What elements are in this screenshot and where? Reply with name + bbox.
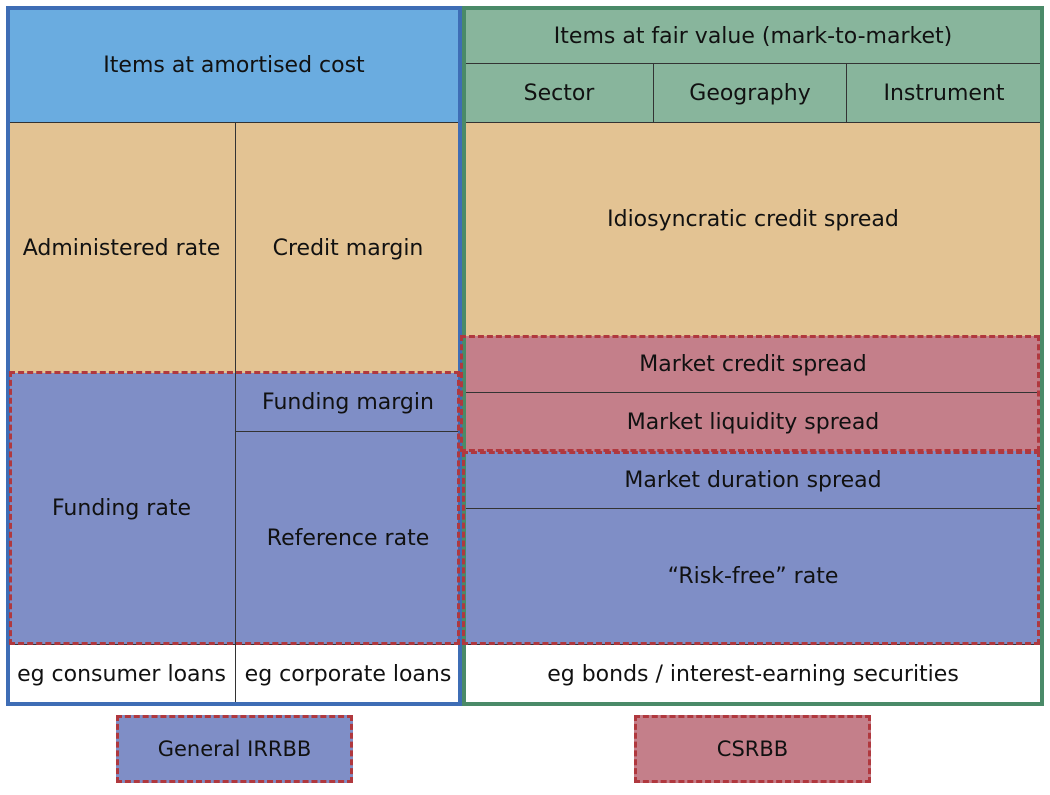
reference-rate-label: Reference rate bbox=[266, 525, 430, 551]
fair-value-header: Items at fair value (mark-to-market) bbox=[465, 8, 1041, 64]
bonds-example-label: eg bonds / interest-earning securities bbox=[547, 661, 959, 687]
amortised-cost-header: Items at amortised cost bbox=[8, 8, 460, 122]
instrument-label: Instrument bbox=[883, 80, 1005, 106]
general-irrbb-legend: General IRRBB bbox=[116, 715, 353, 783]
corporate-loans-example: eg corporate loans bbox=[235, 644, 460, 703]
geography-label: Geography bbox=[689, 80, 811, 106]
administered-rate-label: Administered rate bbox=[22, 235, 221, 261]
consumer-loans-label: eg consumer loans bbox=[17, 661, 226, 687]
funding-margin-cell: Funding margin bbox=[235, 373, 460, 432]
idiosyncratic-spread-cell: Idiosyncratic credit spread bbox=[465, 122, 1041, 336]
general-irrbb-legend-label: General IRRBB bbox=[157, 737, 312, 761]
instrument-header: Instrument bbox=[846, 63, 1041, 122]
amortised-cost-header-label: Items at amortised cost bbox=[103, 52, 365, 78]
credit-margin-cell: Credit margin bbox=[235, 122, 460, 373]
idiosyncratic-spread-label: Idiosyncratic credit spread bbox=[607, 207, 899, 232]
geography-header: Geography bbox=[653, 63, 846, 122]
administered-rate-cell: Administered rate bbox=[8, 122, 235, 373]
bonds-example: eg bonds / interest-earning securities bbox=[465, 644, 1041, 703]
credit-margin-label: Credit margin bbox=[272, 235, 424, 261]
reference-rate-cell: Reference rate bbox=[235, 431, 460, 644]
corporate-loans-label: eg corporate loans bbox=[244, 661, 452, 687]
funding-rate-cell: Funding rate bbox=[8, 373, 235, 644]
market-duration-spread-cell: Market duration spread bbox=[465, 451, 1041, 509]
funding-rate-label: Funding rate bbox=[51, 496, 191, 521]
csrbb-legend: CSRBB bbox=[634, 715, 871, 783]
fair-value-header-label: Items at fair value (mark-to-market) bbox=[553, 23, 953, 49]
risk-free-rate-cell: “Risk-free” rate bbox=[465, 508, 1041, 644]
csrbb-legend-label: CSRBB bbox=[716, 737, 789, 761]
sector-label: Sector bbox=[523, 80, 595, 106]
risk-free-rate-label: “Risk-free” rate bbox=[667, 564, 839, 589]
market-credit-spread-label: Market credit spread bbox=[639, 352, 867, 377]
market-liquidity-spread-label: Market liquidity spread bbox=[626, 409, 880, 435]
funding-margin-label: Funding margin bbox=[262, 390, 434, 415]
consumer-loans-example: eg consumer loans bbox=[8, 644, 235, 703]
market-credit-spread-cell: Market credit spread bbox=[465, 336, 1041, 393]
sector-header: Sector bbox=[465, 63, 653, 122]
market-duration-spread-label: Market duration spread bbox=[624, 467, 882, 493]
market-liquidity-spread-cell: Market liquidity spread bbox=[465, 392, 1041, 451]
